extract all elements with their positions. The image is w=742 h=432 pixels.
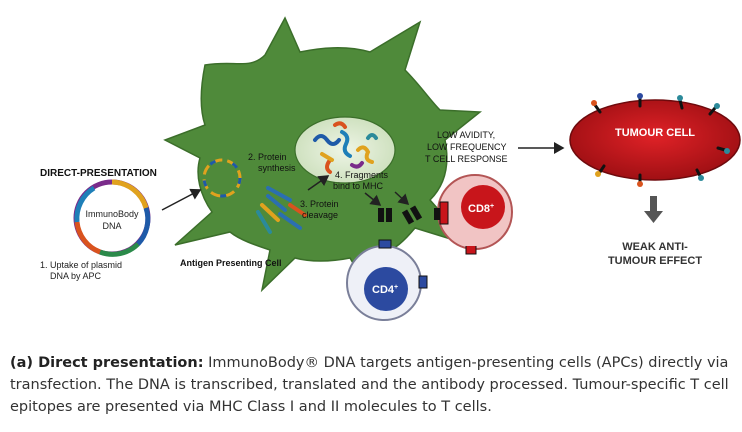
immunobody-plasmid [73,179,151,257]
response-label-line2: LOW FREQUENCY [427,142,507,152]
step1-label-line1: 1. Uptake of plasmid [40,260,122,270]
cd4-label: CD4+ [372,284,398,296]
step3-label-line1: 3. Protein [300,199,339,209]
figure-caption: (a) Direct presentation: ImmunoBody® DNA… [10,352,730,418]
response-label-line3: T CELL RESPONSE [425,154,508,164]
effect-arrow [644,196,663,223]
step4-label-line1: 4. Fragments [335,170,389,180]
step3-label-line2: cleavage [302,210,338,220]
cd8-t-cell [434,174,513,255]
fragment-arrow [307,175,330,191]
step2-label-line1: 2. Protein [248,152,287,162]
uptake-arrow [161,188,202,211]
chromosome-fragments [313,121,378,174]
mhc-arrow-2 [394,191,410,206]
direct-presentation-label: DIRECT-PRESENTATION [40,168,157,179]
mhc-molecules [378,205,423,225]
step2-label-line2: synthesis [258,163,296,173]
cd4-t-cell [346,239,428,321]
tumour-cell-label: TUMOUR CELL [615,127,695,139]
caption-heading: (a) Direct presentation: [10,355,204,371]
response-label-line1: LOW AVIDITY, [437,130,495,140]
mhc-arrow-1 [364,192,382,206]
effect-label-line1: WEAK ANTI- [622,241,688,253]
caption-text: ImmunoBody® DNA targets antigen-presenti… [10,355,729,415]
step4-label-line2: bind to MHC [333,181,384,191]
plasmid-label-line1: ImmunoBody [85,209,139,219]
tumour-cell [569,93,741,187]
effect-label-line2: TUMOUR EFFECT [608,255,702,267]
step1-label-line2: DNA by APC [50,271,102,281]
plasmid-label-line2: DNA [102,221,121,231]
apc-label: Antigen Presenting Cell [180,258,282,268]
cd8-label: CD8+ [468,203,494,215]
protein-fragments [256,186,307,234]
direct-presentation-diagram: ImmunoBody DNA DIRECT-PRESENTATION 1. Up… [40,16,741,321]
